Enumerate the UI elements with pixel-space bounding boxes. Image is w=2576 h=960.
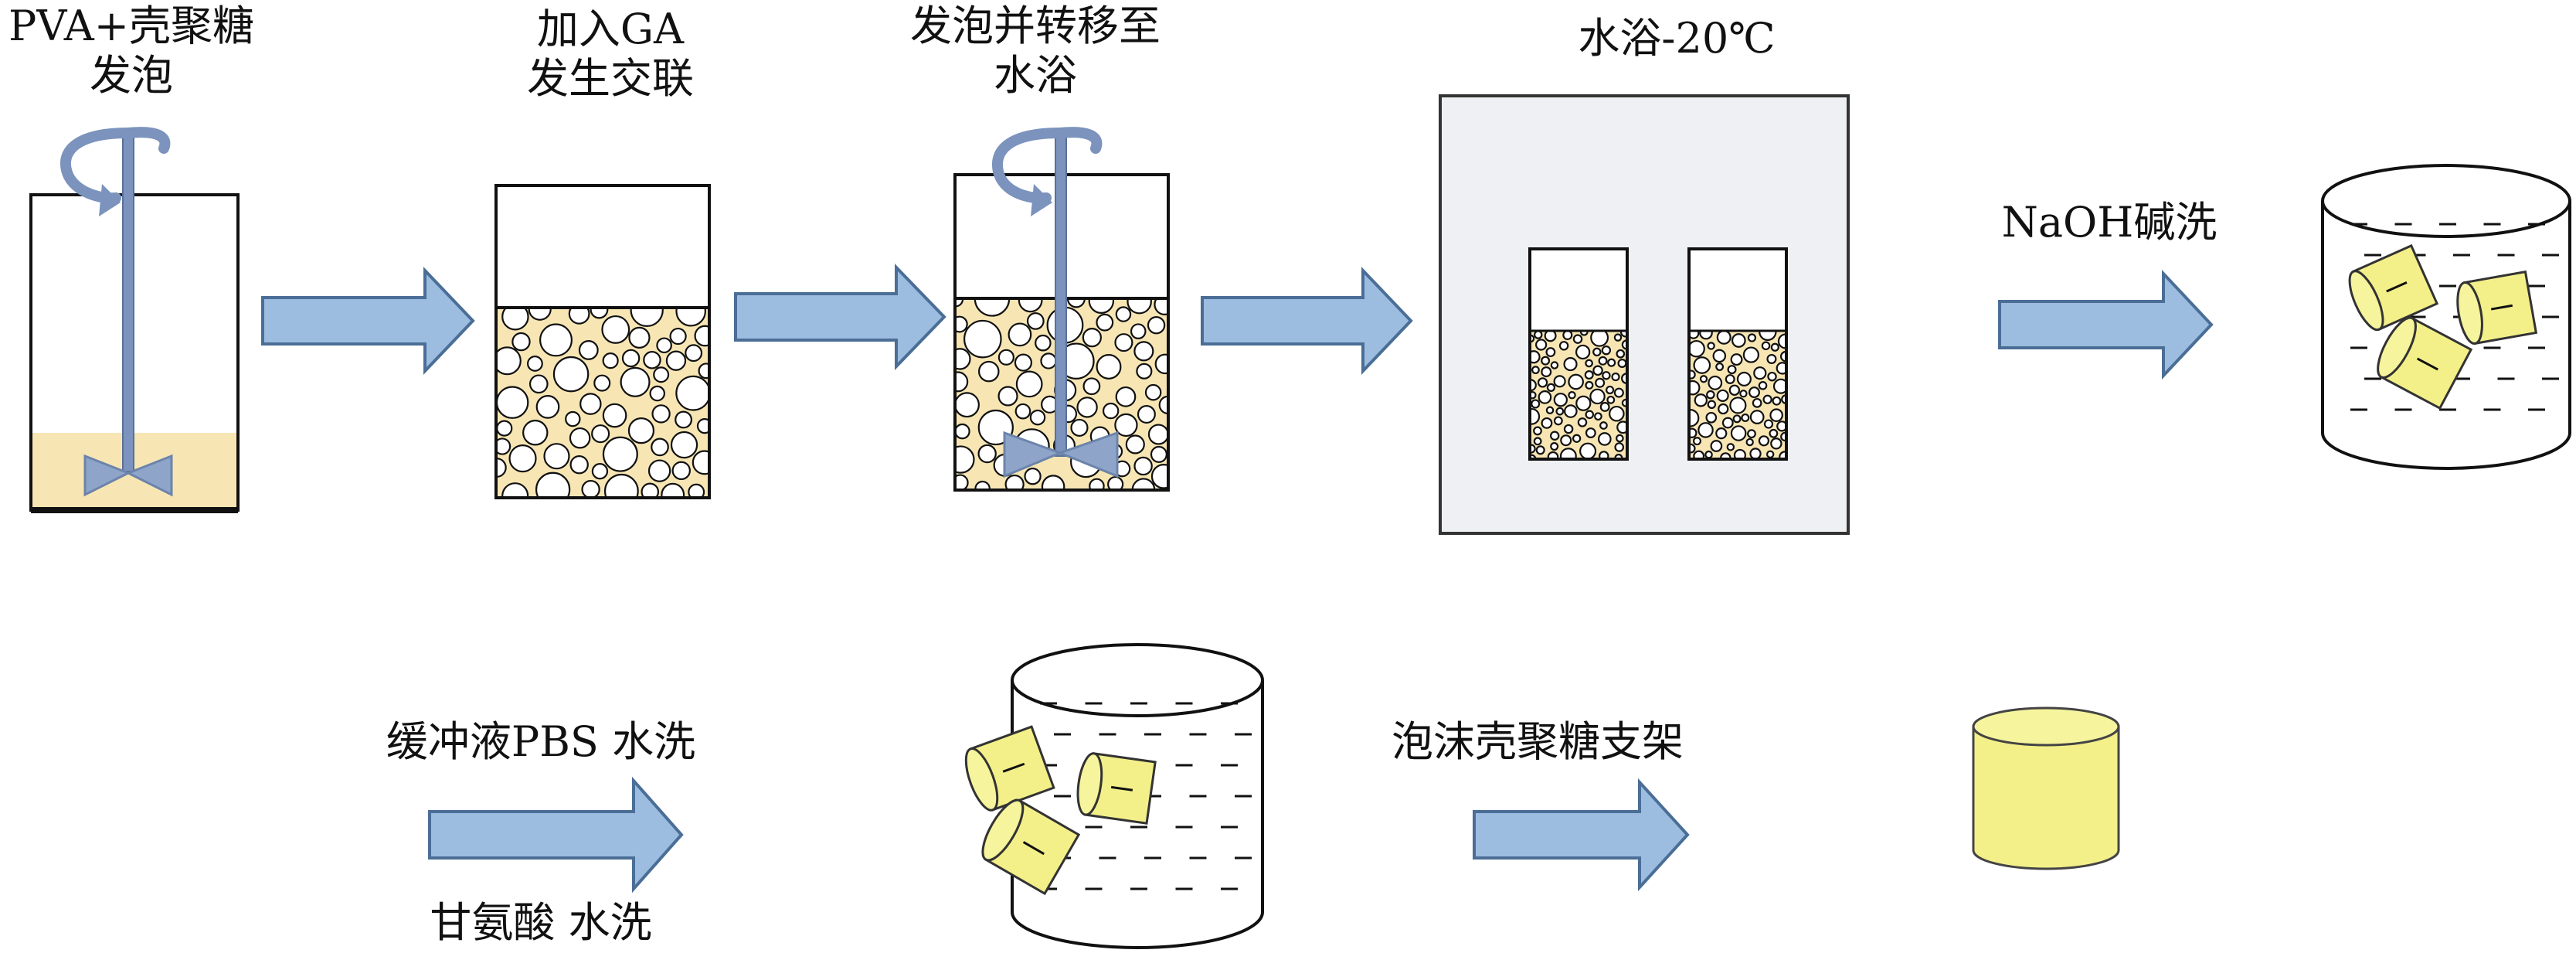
process-arrow-6: [1473, 778, 1690, 892]
chitosan-foam-scaffold: [1972, 706, 2120, 870]
wash-container-pbs-glycine: [964, 643, 1264, 949]
beaker-foaming: [953, 127, 1170, 492]
process-arrow-3: [1201, 267, 1413, 375]
scaffold-label: 泡沫壳聚糖支架: [1392, 717, 1684, 766]
tube-left: [1528, 247, 1629, 461]
beaker-outline: [494, 184, 711, 499]
beaker-mixing: [29, 127, 240, 513]
buffer-wash-label: 缓冲液PBS 水洗: [386, 717, 696, 766]
step5-label: NaOH碱洗: [2001, 198, 2217, 247]
step3-label: 发泡并转移至水浴: [910, 2, 1161, 100]
step4-label: 水浴-20℃: [1578, 14, 1776, 63]
glycine-wash-label: 甘氨酸 水洗: [430, 898, 652, 947]
process-arrow-2: [734, 264, 946, 370]
water-bath-panel: [1439, 94, 1850, 535]
tube-right: [1687, 247, 1788, 461]
stirrer-icon: [992, 127, 1119, 478]
beaker-crosslink: [494, 184, 711, 499]
step1-label: PVA+壳聚糖发泡: [8, 2, 254, 100]
process-arrow-1: [261, 267, 475, 375]
process-arrow-5: [428, 776, 684, 894]
process-arrow-4: [1998, 269, 2214, 380]
stirrer-icon: [60, 127, 173, 497]
wash-container-naoh: [2321, 164, 2571, 470]
